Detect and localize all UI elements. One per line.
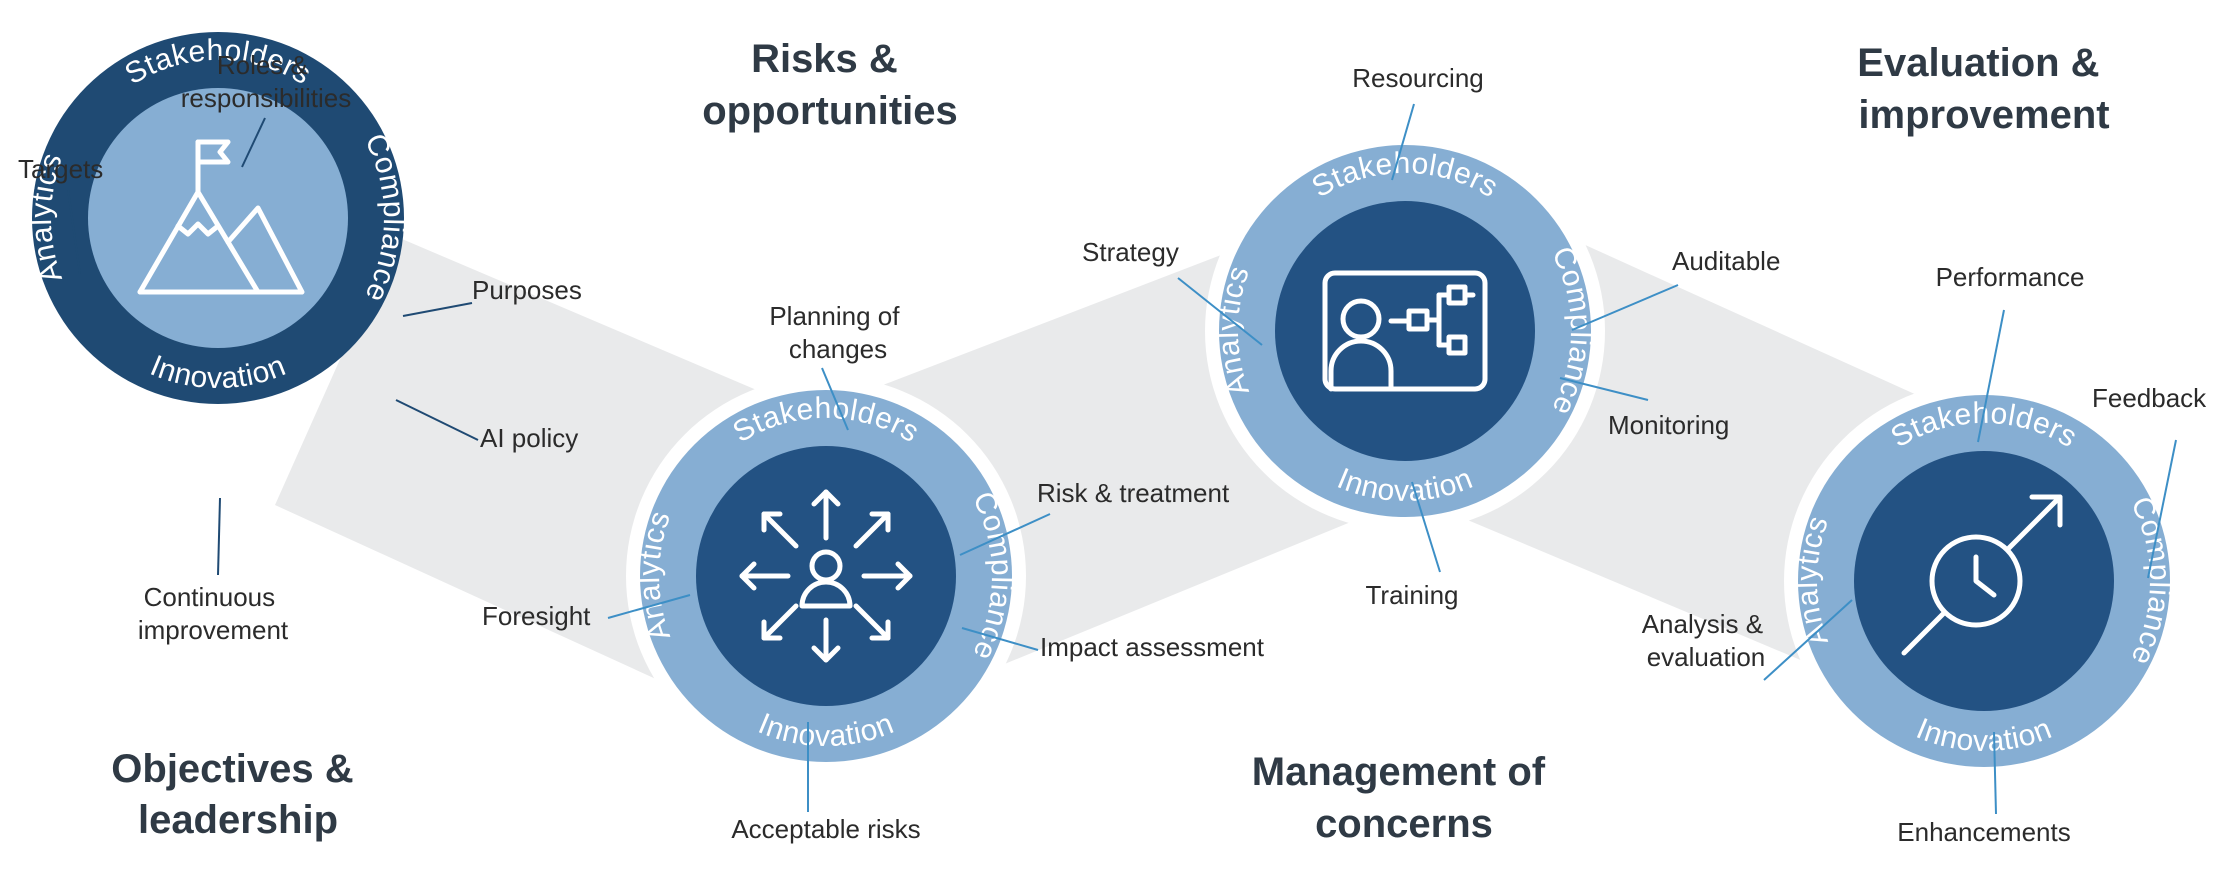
leader-risk-treatment (959, 513, 1051, 556)
leader-resourcing (1391, 103, 1415, 181)
label-training: Training (1366, 580, 1459, 610)
label-roles: Roles & responsibilities (181, 50, 352, 113)
person-arrows-icon (739, 489, 913, 663)
label-auditable: Auditable (1672, 246, 1780, 276)
leader-auditable (1571, 284, 1679, 331)
label-risk-treatment: Risk & treatment (1037, 478, 1230, 508)
callout-labels: Roles & responsibilities Targets Purpose… (18, 50, 2207, 847)
leader-foresight (607, 594, 691, 619)
leader-training (1411, 481, 1441, 573)
leader-purposes (402, 302, 473, 317)
stage1-inner-disc (88, 88, 348, 348)
label-feedback: Feedback (2092, 383, 2207, 413)
label-targets: Targets (18, 154, 103, 184)
stage3-inner-disc (1275, 201, 1535, 461)
stage4-inner-disc (1854, 451, 2114, 711)
leader-lines (67, 103, 2177, 815)
label-enhancements: Enhancements (1897, 817, 2070, 847)
leader-monitoring (1559, 377, 1649, 401)
clock-arrow-icon (1901, 494, 2063, 656)
label-monitoring: Monitoring (1608, 410, 1729, 440)
stage-management-concerns: Stakeholders Innovation Analytics Compli… (1205, 131, 1605, 531)
person-flowchart-icon (1322, 270, 1488, 392)
label-continuous: Continuous improvement (138, 582, 289, 645)
label-foresight: Foresight (482, 601, 591, 631)
label-analysis: Analysis & evaluation (1642, 609, 1771, 672)
label-strategy: Strategy (1082, 237, 1179, 267)
stage2-inner-disc (696, 446, 956, 706)
leader-roles (241, 117, 266, 168)
heading-evaluation: Evaluation & improvement (1857, 41, 2110, 137)
leader-analysis (1763, 599, 1853, 681)
leader-feedback (2147, 439, 2177, 579)
leader-planning (821, 367, 849, 431)
label-ai-policy: AI policy (480, 423, 578, 453)
heading-risks: Risks & opportunities (702, 37, 958, 133)
mountain-flag-icon (137, 139, 305, 295)
label-acceptable: Acceptable risks (731, 814, 920, 844)
label-impact: Impact assessment (1040, 632, 1265, 662)
label-purposes: Purposes (472, 275, 582, 305)
stage-risks-opportunities: Stakeholders Innovation Analytics Compli… (626, 376, 1026, 776)
stage-objectives-leadership: Stakeholders Innovation Analytics Compli… (25, 32, 410, 404)
leader-continuous (217, 497, 221, 576)
leader-strategy (1177, 277, 1263, 346)
leader-enhancements (1993, 731, 1997, 815)
stage-evaluation-improvement: Stakeholders Innovation Analytics Compli… (1784, 381, 2184, 781)
heading-management: Management of concerns (1252, 750, 1556, 846)
leader-ai-policy (395, 399, 479, 441)
leader-targets (67, 189, 81, 275)
label-resourcing: Resourcing (1352, 63, 1484, 93)
heading-objectives: Objectives & leadership (111, 747, 364, 842)
leader-performance (1977, 309, 2005, 443)
label-planning: Planning of changes (769, 301, 906, 364)
label-performance: Performance (1936, 262, 2085, 292)
leader-impact (961, 627, 1039, 651)
